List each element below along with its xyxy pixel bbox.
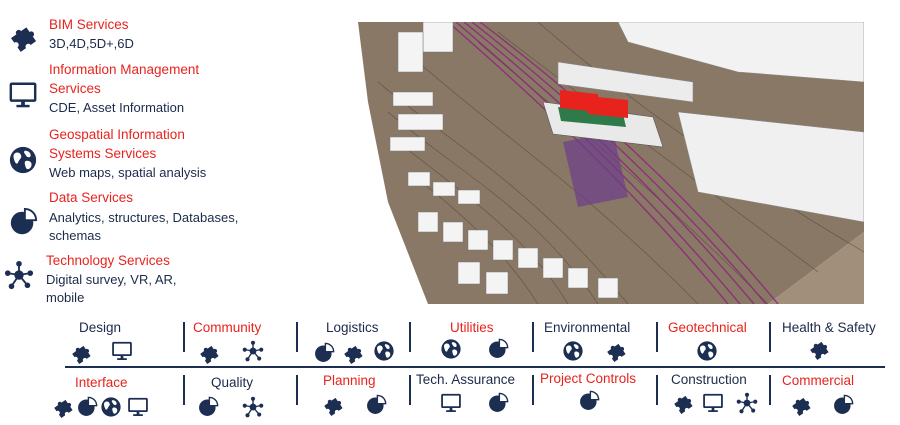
globe-icon [440,338,462,360]
service-description: Digital survey, VR, AR, [46,272,177,287]
discipline-label-community: Community [193,320,262,335]
service-title: BIM Services [49,17,129,32]
discipline-label-environmental: Environmental [544,320,631,335]
discipline-label-project-controls: Project Controls [540,371,637,386]
puzzle-icon [52,396,74,418]
network-icon [736,392,758,414]
pie-chart-icon [487,338,509,360]
service-title-line-2: Systems Services [49,146,157,161]
grid-divider-vertical [656,375,658,405]
network-icon [242,396,264,418]
discipline-label-utilities: Utilities [450,320,494,335]
discipline-label-health-safety: Health & Safety [782,320,876,335]
puzzle-icon [322,394,344,416]
pie-chart-icon [365,394,387,416]
globe-icon [696,340,718,362]
pie-chart-icon [197,396,219,418]
grid-divider-vertical [409,375,411,405]
grid-divider-horizontal [65,366,885,368]
pie-chart-icon [8,207,38,237]
pie-chart-icon [76,396,98,418]
bim-model-illustration [298,22,864,304]
grid-divider-vertical [183,375,185,405]
service-title: Data Services [49,190,134,205]
monitor-icon [440,392,462,414]
globe-icon [100,396,122,418]
grid-divider-vertical [296,375,298,405]
discipline-grid: Design Community Logistics Utilities Env… [0,312,900,425]
monitor-icon [127,396,149,418]
grid-divider-vertical [656,322,658,352]
service-description-line-2: schemas [49,228,102,243]
pie-chart-icon [578,390,600,412]
grid-divider-vertical [769,375,771,405]
globe-icon [562,340,584,362]
grid-divider-vertical [296,322,298,352]
grid-divider-vertical [532,322,534,352]
discipline-label-tech-assurance: Tech. Assurance [416,372,516,387]
bim-model-rendering [298,22,864,304]
discipline-label-quality: Quality [211,375,254,390]
puzzle-icon [672,392,694,414]
service-title: Technology Services [46,253,170,268]
puzzle-icon [605,340,627,362]
service-description: CDE, Asset Information [49,100,185,115]
service-description-line-2: mobile [46,290,85,305]
service-description: 3D,4D,5D+,6D [49,36,134,51]
service-title-line-2: Services [49,81,101,96]
monitor-icon [111,340,133,362]
discipline-label-geotechnical: Geotechnical [668,320,747,335]
pie-chart-icon [487,392,509,414]
network-icon [242,340,264,362]
monitor-icon [702,392,724,414]
discipline-label-logistics: Logistics [326,320,379,335]
puzzle-icon [8,22,38,52]
services-list: BIM Services 3D,4D,5D+,6D Information Ma… [0,0,290,310]
discipline-label-design: Design [79,320,122,335]
grid-divider-vertical [532,375,534,405]
puzzle-icon [342,342,364,364]
puzzle-icon [70,342,92,364]
service-title: Geospatial Information [49,127,185,142]
service-description: Web maps, spatial analysis [49,165,207,180]
discipline-label-commercial: Commercial [782,373,855,388]
discipline-label-interface: Interface [75,375,128,390]
grid-divider-vertical [769,322,771,352]
grid-divider-vertical [183,322,185,352]
network-icon [4,260,34,290]
puzzle-icon [808,338,830,360]
discipline-label-construction: Construction [671,372,747,387]
pie-chart-icon [313,342,335,364]
service-description: Analytics, structures, Databases, [49,210,239,225]
pie-chart-icon [832,394,854,416]
monitor-icon [8,80,38,110]
discipline-label-planning: Planning [323,373,376,388]
globe-icon [8,145,38,175]
grid-divider-vertical [409,322,411,352]
globe-icon [373,340,395,362]
puzzle-icon [790,394,812,416]
service-title: Information Management [49,62,200,77]
puzzle-icon [198,342,220,364]
